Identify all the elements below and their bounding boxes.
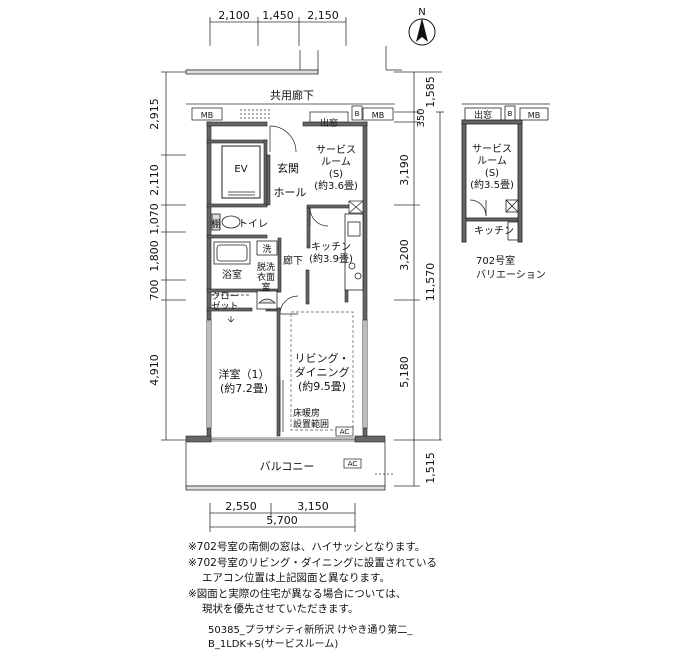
demado-label: 出窓 — [320, 117, 338, 129]
toilet-label: トイレ — [238, 219, 268, 230]
service-room-door-icon — [309, 207, 329, 227]
living-label-1: リビング・ — [295, 351, 350, 365]
kitchen-shelf — [348, 200, 364, 214]
service-room-name-2: ルーム — [321, 156, 351, 168]
common-corridor-label: 共用廊下 — [270, 88, 314, 102]
ac-label-1: AC — [340, 428, 350, 436]
variation-service-4: (約3.5畳) — [470, 178, 514, 191]
entrance-door-icon — [269, 125, 297, 153]
dim-left-5: 700 — [148, 280, 161, 301]
balcony-label: バルコニー — [260, 460, 315, 473]
dim-right-total: 11,570 — [424, 263, 437, 302]
windows — [206, 319, 368, 442]
dim-right-2: 350 — [416, 108, 427, 127]
closet — [211, 294, 250, 323]
ev-label: EV — [234, 164, 247, 175]
note-line-2: ※702号室のリビング・ダイニングに設置されている — [188, 556, 438, 569]
compass-icon: N — [408, 7, 436, 46]
dim-right-3: 3,190 — [398, 154, 411, 186]
dim-bottom-1: 2,550 — [225, 500, 257, 513]
variation-plan — [461, 103, 550, 243]
variation-mb: MB — [528, 111, 540, 120]
footer: 50385_プラザシティ新所沢 けやき通り第二_ B_1LDK+S(サービスルー… — [208, 624, 412, 652]
dim-top-1: 2,100 — [218, 9, 250, 22]
dim-right-1: 1,585 — [424, 76, 437, 108]
dim-right-4: 3,200 — [398, 239, 411, 271]
footer-line-1: 50385_プラザシティ新所沢 けやき通り第二_ — [208, 625, 413, 636]
mb-left-label: MB — [201, 111, 213, 120]
service-room-name-4: (約3.6畳) — [314, 179, 358, 192]
dim-left-1: 2,915 — [148, 98, 161, 130]
genkan-label: 玄関 — [277, 161, 299, 175]
left-dimension — [161, 71, 186, 441]
dim-top-2: 1,450 — [262, 9, 294, 22]
youshitsu-label-1: 洋室（1） — [219, 367, 270, 381]
washroom — [256, 240, 278, 310]
closet-label-2: ゼット — [211, 300, 238, 312]
compass-label: N — [418, 7, 425, 18]
common-corridor — [186, 103, 395, 123]
dim-bottom-2: 3,150 — [297, 500, 329, 513]
right-dimension — [394, 71, 444, 487]
ev-shaft — [221, 145, 261, 199]
variation-service-3: (S) — [485, 168, 499, 179]
corridor-door-icon — [279, 295, 299, 315]
rouka-label: 廊下 — [283, 254, 303, 267]
datsui-label-3: 室 — [261, 281, 270, 293]
variation-caption-1: 702号室 — [476, 254, 515, 267]
variation-kitchen: キッチン — [474, 225, 514, 237]
floor-heating-area — [290, 311, 354, 431]
sliding-door — [279, 380, 284, 432]
ac-unit-living — [335, 426, 354, 437]
dim-right-5: 5,180 — [398, 356, 411, 388]
bath-label: 浴室 — [222, 268, 242, 281]
kitchen-label-1: キッチン — [311, 241, 351, 253]
footer-line-2: B_1LDK+S(サービスルーム) — [208, 639, 339, 650]
dim-left-4: 1,800 — [148, 240, 161, 272]
variation-service-1: サービス — [472, 143, 512, 155]
note-line-5: 現状を優先させていただきます。 — [202, 603, 359, 615]
top-terrace — [185, 46, 402, 75]
note-line-3: エアコン位置は上記図面と異なります。 — [202, 572, 390, 584]
variation-b: B — [508, 110, 513, 118]
variation-demado: 出窓 — [474, 109, 492, 121]
mb-right-label: MB — [372, 111, 384, 120]
balcony — [185, 442, 394, 491]
toilet-icon — [211, 213, 241, 231]
note-line-4: ※図面と実際の住宅が異なる場合については、 — [188, 587, 407, 600]
kitchen-counter — [344, 213, 364, 291]
ac-label-2: AC — [348, 460, 358, 468]
dim-left-3: 1,070 — [148, 203, 161, 235]
kitchen-label-2: (約3.9畳) — [309, 252, 353, 265]
datsui-label-2: 衣面 — [257, 271, 275, 283]
notes: ※702号室の南側の窓は、ハイサッシとなります。 ※702号室のリビング・ダイニ… — [188, 540, 688, 618]
datsui-label-1: 脱洗 — [257, 261, 275, 273]
dim-bottom-total: 5,700 — [266, 514, 298, 527]
floor-heating-label-1: 床暖房 — [293, 407, 320, 419]
living-label-2: ダイニング — [295, 365, 350, 379]
dim-right-6: 1,515 — [424, 452, 437, 484]
bottom-dimension — [209, 503, 356, 532]
closet-label-1: クロー — [211, 291, 238, 302]
top-dimension — [209, 17, 347, 46]
dim-left-6: 4,910 — [148, 354, 161, 386]
hall-label: ホール — [274, 186, 307, 199]
tana-label: 棚 — [211, 218, 220, 230]
service-room-name-1: サービス — [316, 144, 356, 156]
living-label-3: (約9.5畳) — [298, 379, 346, 393]
service-room: サービス ルーム (S) (約3.6畳) — [314, 144, 358, 192]
sen-label: 洗 — [262, 243, 271, 255]
b-label: B — [355, 110, 360, 118]
variation-caption-2: バリエーション — [476, 269, 546, 281]
bathtub — [213, 241, 251, 265]
variation-service-2: ルーム — [477, 155, 507, 167]
ac-unit-balcony — [343, 458, 362, 469]
note-line-1: ※702号室の南側の窓は、ハイサッシとなります。 — [188, 541, 426, 553]
service-room-name-3: (S) — [329, 169, 343, 180]
dim-top-3: 2,150 — [307, 9, 339, 22]
floor-heating-label-2: 設置範囲 — [293, 418, 329, 430]
youshitsu-label-2: (約7.2畳) — [220, 381, 268, 395]
dim-left-2: 2,110 — [148, 164, 161, 196]
